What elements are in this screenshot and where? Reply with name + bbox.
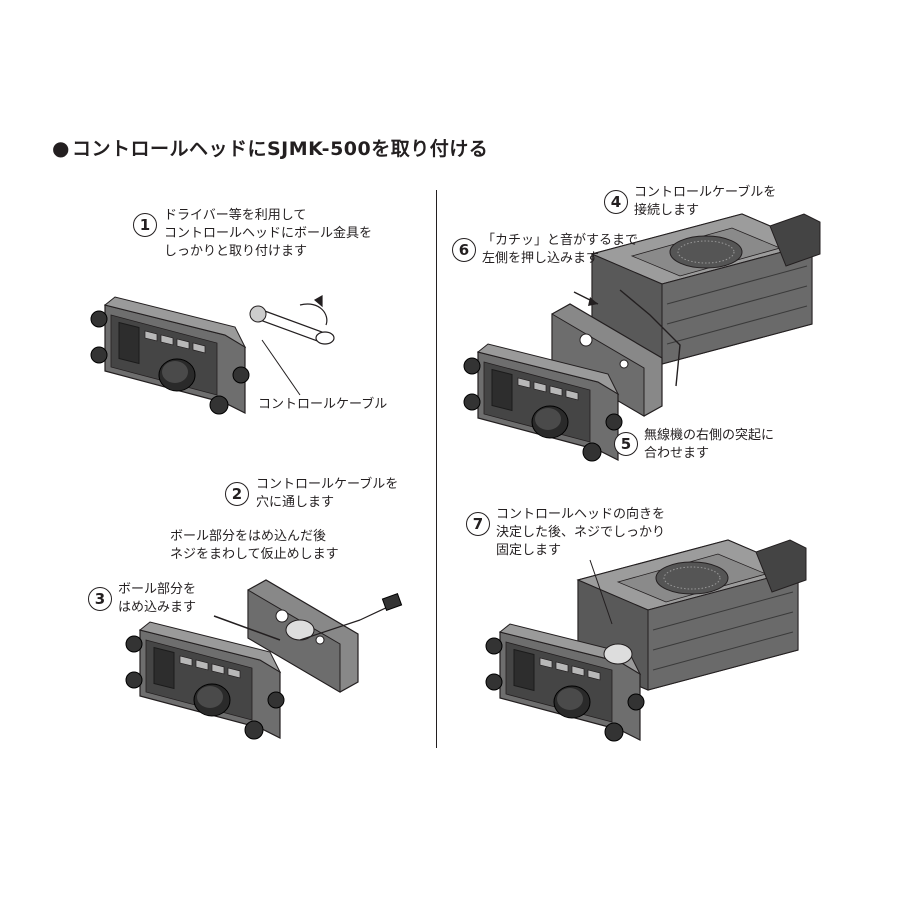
step-3-text: ボール部分を はめ込みます [118, 581, 196, 617]
title-text: コントロールヘッドにSJMK-500を取り付ける [71, 138, 489, 160]
step-2-text: コントロールケーブルを 穴に通します [256, 476, 398, 512]
step-3-line-2: はめ込みます [118, 600, 197, 615]
step-5-line-1: 無線機の右側の突起に [644, 428, 775, 443]
step-number-5: 5 [614, 432, 638, 456]
step-1-line-1: ドライバー等を利用して [164, 208, 307, 223]
step-number-1: 1 [133, 213, 157, 237]
step-7-text: コントロールヘッドの向きを 決定した後、ネジでしっかり 固定します [496, 506, 665, 560]
page-title: ●コントロールヘッドにSJMK-500を取り付ける [52, 134, 488, 161]
step-number-4: 4 [604, 190, 628, 214]
step-1-line-3: しっかりと取り付けます [164, 244, 308, 259]
step-6-line-1: 「カチッ」と音がするまで [482, 233, 639, 248]
ball-note-line-1: ボール部分をはめ込んだ後 [170, 529, 327, 544]
step-5-text: 無線機の右側の突起に 合わせます [644, 427, 774, 463]
step-4-line-1: コントロールケーブルを [634, 185, 777, 200]
step-7-line-3: 固定します [496, 543, 562, 558]
step-1-text: ドライバー等を利用して コントロールヘッドにボール金具を しっかりと取り付けます [164, 207, 372, 261]
title-bullet: ● [52, 136, 70, 160]
column-divider [436, 190, 437, 748]
step-5-line-2: 合わせます [644, 446, 710, 461]
step-number-7: 7 [466, 512, 490, 536]
step-number-2: 2 [225, 482, 249, 506]
cable-label: コントロールケーブル [258, 397, 388, 412]
step-6-line-2: 左側を押し込みます [482, 251, 600, 266]
step-4-line-2: 接続します [634, 203, 700, 218]
step-4-text: コントロールケーブルを 接続します [634, 184, 776, 220]
step-3-line-1: ボール部分を [118, 582, 197, 597]
step-2-line-1: コントロールケーブルを [256, 477, 399, 492]
step-7-line-2: 決定した後、ネジでしっかり [496, 525, 666, 540]
ball-note-text: ボール部分をはめ込んだ後 ネジをまわして仮止めします [170, 528, 339, 564]
step-number-3: 3 [88, 587, 112, 611]
ball-note-line-2: ネジをまわして仮止めします [170, 547, 339, 562]
step-6-text: 「カチッ」と音がするまで 左側を押し込みます [482, 232, 638, 268]
step-number-6: 6 [452, 238, 476, 262]
step-7-line-1: コントロールヘッドの向きを [496, 507, 666, 522]
control-head-1 [90, 296, 250, 415]
step-1-line-2: コントロールヘッドにボール金具を [164, 226, 373, 241]
step-2-line-2: 穴に通します [256, 495, 335, 510]
screwdriver [259, 294, 335, 345]
